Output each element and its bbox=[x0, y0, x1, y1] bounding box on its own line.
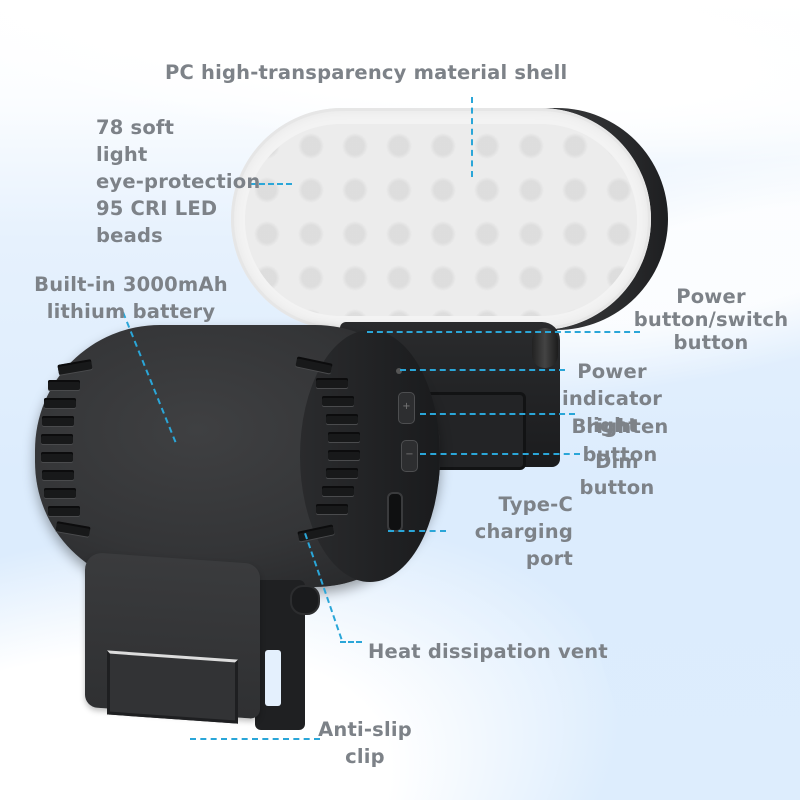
led-diffuser bbox=[245, 124, 637, 316]
heat-vent-slot bbox=[48, 506, 80, 516]
heat-vent-slot bbox=[48, 380, 80, 390]
label-line: Power bbox=[676, 285, 746, 308]
label-line: Type-C bbox=[498, 493, 573, 516]
label-line: Anti-slip bbox=[318, 718, 412, 741]
clip-arm-gap bbox=[265, 650, 281, 706]
heat-vent-slot bbox=[41, 452, 73, 462]
label-dim-button: Dim button bbox=[573, 449, 661, 501]
leader-line-clip bbox=[190, 738, 320, 740]
heat-vent-slot bbox=[44, 398, 76, 408]
heat-vent-slot bbox=[322, 396, 354, 406]
label-battery: Built-in 3000mAh lithium battery bbox=[33, 271, 229, 325]
heat-vent-slot bbox=[42, 470, 74, 480]
label-line: light bbox=[586, 414, 638, 437]
label-anti-slip-clip: Anti-slip clip bbox=[314, 716, 416, 770]
clip-pivot-knob bbox=[290, 585, 320, 615]
leader-line-vent-tail bbox=[340, 641, 362, 643]
label-line: button bbox=[579, 476, 655, 499]
label-line: Built-in 3000mAh bbox=[34, 273, 228, 296]
leader-line-power-button bbox=[367, 331, 640, 333]
label-line: Brighten bbox=[571, 415, 669, 438]
clip-arm bbox=[255, 580, 305, 730]
label-line: 78 soft bbox=[96, 116, 175, 139]
heat-vent-slot bbox=[316, 504, 348, 514]
dim-button[interactable]: − bbox=[401, 440, 418, 472]
label-line: beads bbox=[96, 224, 163, 247]
label-power-indicator: Power indicator light bbox=[561, 358, 663, 439]
plus-icon: + bbox=[402, 401, 411, 412]
clip-pad bbox=[107, 650, 238, 724]
heat-vent-slot bbox=[322, 486, 354, 496]
label-line: light bbox=[96, 143, 148, 166]
leader-line-leds bbox=[250, 183, 292, 185]
anti-slip-clip bbox=[85, 551, 260, 724]
heat-vent-slot bbox=[44, 488, 76, 498]
heat-vent-slot bbox=[42, 416, 74, 426]
heat-vent-slot bbox=[316, 378, 348, 388]
label-line: clip bbox=[345, 745, 385, 768]
light-panel-shell bbox=[231, 108, 651, 330]
leader-line-typec bbox=[388, 530, 446, 532]
label-line: port bbox=[525, 547, 573, 570]
label-led-beads: 78 soft light eye-protection 95 CRI LED … bbox=[96, 114, 260, 249]
heat-vent-slot bbox=[326, 468, 358, 478]
brighten-button[interactable]: + bbox=[398, 392, 415, 424]
label-shell: PC high-transparency material shell bbox=[165, 59, 567, 86]
power-indicator-led bbox=[396, 368, 402, 374]
leader-line-dim bbox=[420, 453, 580, 455]
label-line: Heat dissipation vent bbox=[368, 640, 608, 663]
label-line: eye-protection bbox=[96, 170, 261, 193]
label-brighten-button: Brighten button bbox=[570, 413, 670, 469]
label-line: charging bbox=[474, 520, 573, 543]
label-line: PC high-transparency material shell bbox=[165, 61, 568, 84]
label-line: button/switch bbox=[633, 308, 789, 331]
heat-vent-slot bbox=[328, 450, 360, 460]
heat-vent-slot bbox=[326, 414, 358, 424]
label-line: Power bbox=[577, 360, 647, 383]
label-line: 95 CRI LED bbox=[96, 197, 218, 220]
label-typec-port: Type-C charging port bbox=[466, 491, 573, 572]
label-heat-vent: Heat dissipation vent bbox=[368, 638, 608, 665]
hinge-roller bbox=[532, 328, 558, 368]
label-line: button bbox=[673, 331, 749, 354]
heat-vent-slot bbox=[328, 432, 360, 442]
label-line: button bbox=[582, 443, 658, 466]
leader-line-shell bbox=[471, 97, 473, 177]
type-c-port bbox=[387, 492, 403, 532]
label-line: Dim bbox=[595, 450, 639, 473]
minus-icon: − bbox=[405, 449, 414, 460]
leader-line-power-indicator bbox=[400, 369, 565, 371]
heat-vent-slot bbox=[41, 434, 73, 444]
leader-line-brighten bbox=[420, 413, 575, 415]
label-line: indicator bbox=[561, 387, 663, 410]
label-line: lithium battery bbox=[46, 300, 216, 323]
label-power-button: Power button/switch button bbox=[632, 285, 790, 354]
